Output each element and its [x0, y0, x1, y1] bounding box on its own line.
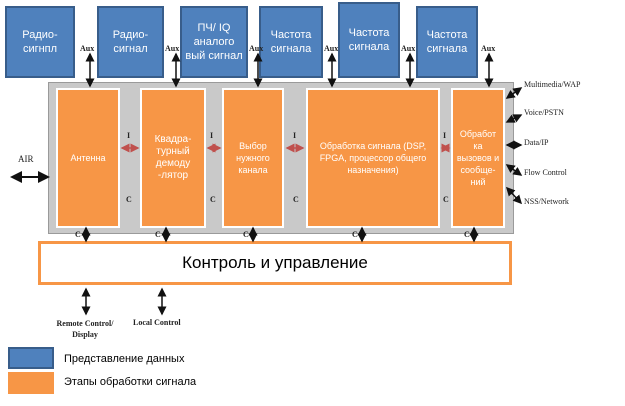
data-box-2-label: Радио-сигнал	[112, 29, 149, 55]
output-label: Data/IP	[524, 138, 549, 147]
c-label: C	[243, 230, 249, 239]
stage-call-processing: Обработ ка вызовов и сообще-ний	[451, 88, 505, 228]
aux-label: Aux	[401, 44, 416, 53]
stage-channel-select-label: Выбор нужного канала	[236, 141, 270, 175]
stage-antenna-label: Антенна	[70, 153, 106, 163]
stage-call-processing-label: Обработ ка вызовов и сообще-ний	[456, 129, 500, 187]
legend-label-stages: Этапы обработки сигнала	[64, 376, 197, 388]
local-control-label: Local Control	[133, 318, 181, 327]
stage-quadrature-demodulator-label: Квадра-турный демоду -лятор	[154, 134, 192, 181]
stage-signal-processing-label: Обработка сигнала (DSP, FPGA, процессор …	[319, 141, 427, 175]
stage-quadrature-demodulator: Квадра-турный демоду -лятор	[140, 88, 206, 228]
air-label: AIR	[18, 154, 34, 164]
control-box: Контроль и управление	[38, 241, 512, 285]
data-box-4-label: Частота сигнала	[270, 29, 312, 55]
c-label: C	[210, 195, 216, 204]
c-label: C	[293, 195, 299, 204]
legend-swatch-data	[8, 347, 54, 369]
c-label: C	[443, 195, 449, 204]
aux-label: Aux	[324, 44, 339, 53]
data-box-5: Частота сигнала	[338, 2, 400, 78]
i-label: I	[210, 131, 214, 140]
output-label: Voice/PSTN	[524, 108, 564, 117]
aux-label: Aux	[165, 44, 180, 53]
data-box-6-label: Частота сигнала	[426, 29, 468, 55]
data-box-5-label: Частота сигнала	[348, 27, 390, 53]
output-label: Flow Control	[524, 168, 567, 177]
c-label: C	[352, 230, 358, 239]
i-label: I	[127, 131, 131, 140]
data-box-4: Частота сигнала	[259, 6, 323, 78]
c-label: C	[464, 230, 470, 239]
legend-swatch-stages	[8, 372, 54, 394]
i-label: I	[443, 131, 447, 140]
aux-label: Aux	[481, 44, 496, 53]
output-label: Multimedia/WAP	[524, 80, 581, 89]
aux-label: Aux	[80, 44, 95, 53]
c-label: C	[75, 230, 81, 239]
legend-label-data: Представление данных	[64, 353, 185, 365]
c-label: C	[155, 230, 161, 239]
data-box-2: Радио-сигнал	[97, 6, 164, 78]
stage-signal-processing: Обработка сигнала (DSP, FPGA, процессор …	[306, 88, 440, 228]
data-box-6: Частота сигнала	[416, 6, 478, 78]
remote-control-label: Remote Control/ Display	[56, 319, 114, 339]
output-label: NSS/Network	[524, 197, 569, 206]
data-box-1: Радио-сигнпл	[5, 6, 75, 78]
data-box-1-label: Радио-сигнпл	[22, 29, 58, 55]
control-box-label: Контроль и управление	[182, 253, 368, 272]
c-label: C	[126, 195, 132, 204]
i-label: I	[293, 131, 297, 140]
data-box-3: ПЧ/ IQ аналого вый сигнал	[180, 6, 248, 78]
stage-antenna: Антенна	[56, 88, 120, 228]
aux-label: Aux	[249, 44, 264, 53]
data-box-3-label: ПЧ/ IQ аналого вый сигнал	[185, 22, 243, 62]
